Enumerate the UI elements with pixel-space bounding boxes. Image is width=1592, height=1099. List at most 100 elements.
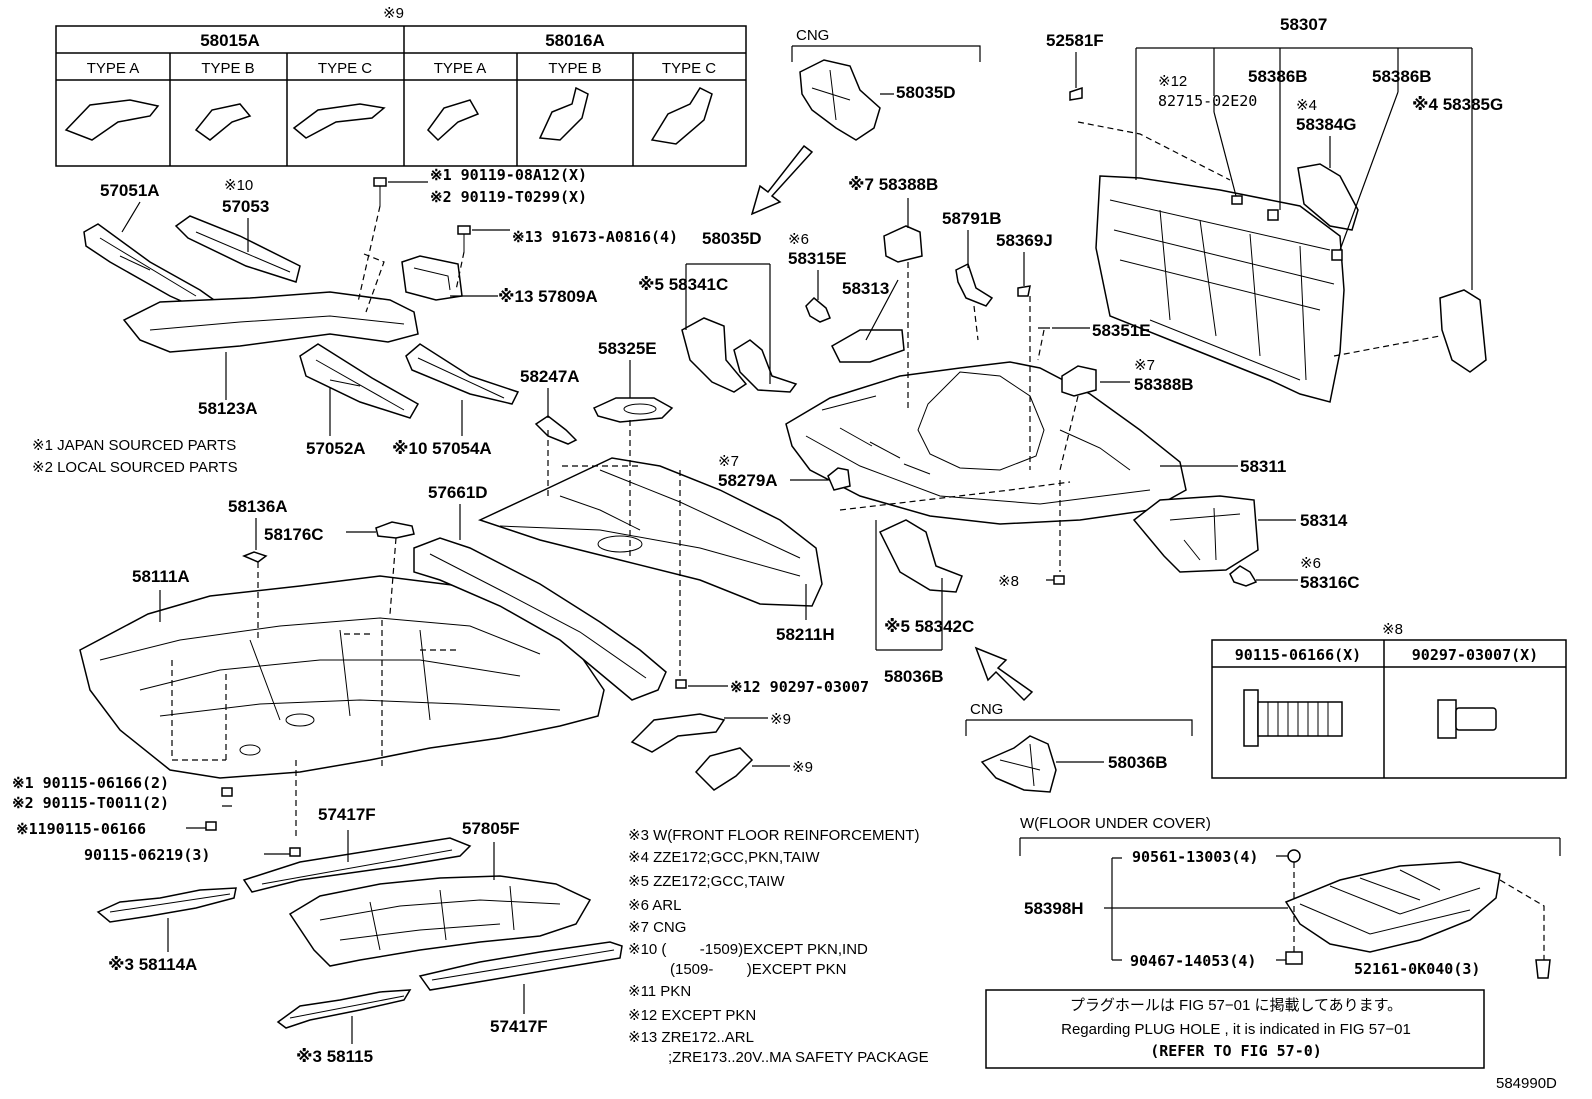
- table-group-58015A: 58015A: [200, 31, 260, 50]
- bolt-icon: [675, 679, 687, 689]
- figure-id: 584990D: [1496, 1075, 1557, 1092]
- fastener-table: ※8 90115-06166(X) 90297-03007(X): [1211, 621, 1567, 779]
- callout-58341C: ※5 58341C: [638, 275, 728, 294]
- callout-57051A: 57051A: [100, 181, 160, 200]
- callout-57805F: 57805F: [462, 819, 520, 838]
- callout-58398H: 58398H: [1024, 899, 1084, 918]
- note-marker: ※6: [1300, 555, 1321, 572]
- floor-cover-title: W(FLOOR UNDER COVER): [1020, 815, 1211, 832]
- bracket-sketch: [650, 87, 713, 145]
- legend-local: ※2 LOCAL SOURCED PARTS: [32, 459, 238, 476]
- fastener-label: 90115-06219(3): [84, 846, 210, 864]
- part-58398H: [1284, 861, 1501, 953]
- front-side-members: [83, 215, 520, 419]
- bolt-icon: [1053, 575, 1065, 585]
- bracket-sketch: [427, 99, 480, 142]
- part-58315E: [805, 296, 831, 323]
- table-group-58016A: 58016A: [545, 31, 605, 50]
- arrow-icon: [750, 144, 814, 216]
- arrow-icon: [974, 646, 1034, 702]
- bolt-icon: [1437, 699, 1457, 739]
- fastener-label: ※1 90119-08A12(X): [430, 166, 587, 184]
- callout-58385G: ※4 58385G: [1412, 95, 1503, 114]
- part-57805F: [288, 875, 592, 967]
- type-header: TYPE C: [318, 60, 372, 77]
- note-line: ※11 PKN: [628, 983, 691, 1000]
- part-58325E: [592, 397, 674, 423]
- fastener-label: ※1190115-06166: [16, 820, 146, 838]
- fastener-table-note: ※8: [1382, 621, 1403, 638]
- note-line: ;ZRE173..20V..MA SAFETY PACKAGE: [668, 1049, 929, 1066]
- callout-58247A: 58247A: [520, 367, 580, 386]
- callout-57417F: 57417F: [318, 805, 376, 824]
- part-58123A: [122, 291, 419, 353]
- note-marker: ※10: [224, 177, 253, 194]
- fastener-label: 52161-0K040(3): [1354, 960, 1480, 978]
- fastener-col: 90115-06166(X): [1235, 646, 1361, 664]
- note-line: ※7 CNG: [628, 919, 686, 936]
- type-header: TYPE A: [87, 60, 140, 77]
- part-58369J: [1017, 285, 1031, 297]
- callout-58176C: 58176C: [264, 525, 324, 544]
- note-line: ※12 EXCEPT PKN: [628, 1007, 756, 1024]
- bolt-icon: [1257, 701, 1343, 737]
- plug-note-en: Regarding PLUG HOLE , it is indicated in…: [1061, 1021, 1411, 1038]
- note-line: ※5 ZZE172;GCC,TAIW: [628, 873, 785, 890]
- part-58035D: [799, 59, 881, 141]
- note-marker: ※9: [770, 711, 791, 728]
- part-57052A: [299, 343, 420, 419]
- part-58313: [831, 329, 905, 363]
- part-57053: [174, 215, 301, 283]
- part-58388B-top: [883, 225, 923, 263]
- callout-57053: 57053: [222, 197, 269, 216]
- nut-icon: [1287, 849, 1301, 863]
- part-57054A: [405, 343, 520, 405]
- type-header: TYPE A: [434, 60, 487, 77]
- callout-57054A: ※10 57054A: [392, 439, 492, 458]
- callout-58036B: 58036B: [1108, 753, 1168, 772]
- part-58111A: [79, 575, 605, 779]
- callout-57417F: 57417F: [490, 1017, 548, 1036]
- type-header: TYPE C: [662, 60, 716, 77]
- callout-58136A: 58136A: [228, 497, 288, 516]
- callout-58791B: 58791B: [942, 209, 1002, 228]
- part-58114A: [96, 887, 237, 923]
- part-58388B-mid: [1061, 365, 1097, 397]
- part-57417F-bot: [418, 941, 623, 991]
- callout-58123A: 58123A: [198, 399, 258, 418]
- note-line: ※3 W(FRONT FLOOR REINFORCEMENT): [628, 827, 919, 844]
- nut-icon: [1285, 951, 1303, 965]
- center-floor: [413, 457, 823, 701]
- callout-58316C: 58316C: [1300, 573, 1360, 592]
- callout-58115: ※3 58115: [296, 1047, 373, 1066]
- type-header: TYPE B: [548, 60, 601, 77]
- callout-58325E: 58325E: [598, 339, 657, 358]
- callout-58035D: 58035D: [702, 229, 762, 248]
- note-marker: ※7: [1134, 357, 1155, 374]
- part-58384G: [1297, 163, 1359, 231]
- callout-58342C: ※5 58342C: [884, 617, 974, 636]
- screw-icon: [1535, 959, 1551, 979]
- bracket-sketch: [64, 99, 160, 141]
- callout-58279A: 58279A: [718, 471, 778, 490]
- callout-58313: 58313: [842, 279, 889, 298]
- plug-note-box: [985, 989, 1485, 1069]
- callout-58307: 58307: [1280, 15, 1327, 34]
- fastener-label: 90467-14053(4): [1130, 952, 1256, 970]
- fastener-col: 90297-03007(X): [1412, 646, 1538, 664]
- note-marker: ※4: [1296, 97, 1317, 114]
- note-line: (1509- )EXCEPT PKN: [670, 961, 846, 978]
- note-line: ※13 ZRE172..ARL: [628, 1029, 754, 1046]
- callout-58351E: 58351E: [1092, 321, 1151, 340]
- front-floor: [79, 521, 605, 779]
- part-58311: [785, 361, 1187, 525]
- front-reinforcements: [96, 837, 623, 1029]
- note-marker: ※9: [792, 759, 813, 776]
- bolt-icon: [373, 177, 471, 252]
- note-line: ※10 ( -1509)EXCEPT PKN,IND: [628, 941, 868, 958]
- callout-82715-02E20: 82715-02E20: [1158, 92, 1257, 110]
- bracket-sketch: [194, 103, 252, 141]
- callout-57661D: 57661D: [428, 483, 488, 502]
- cng-label-top: CNG: [796, 27, 829, 44]
- callout-57809A: ※13 57809A: [498, 287, 598, 306]
